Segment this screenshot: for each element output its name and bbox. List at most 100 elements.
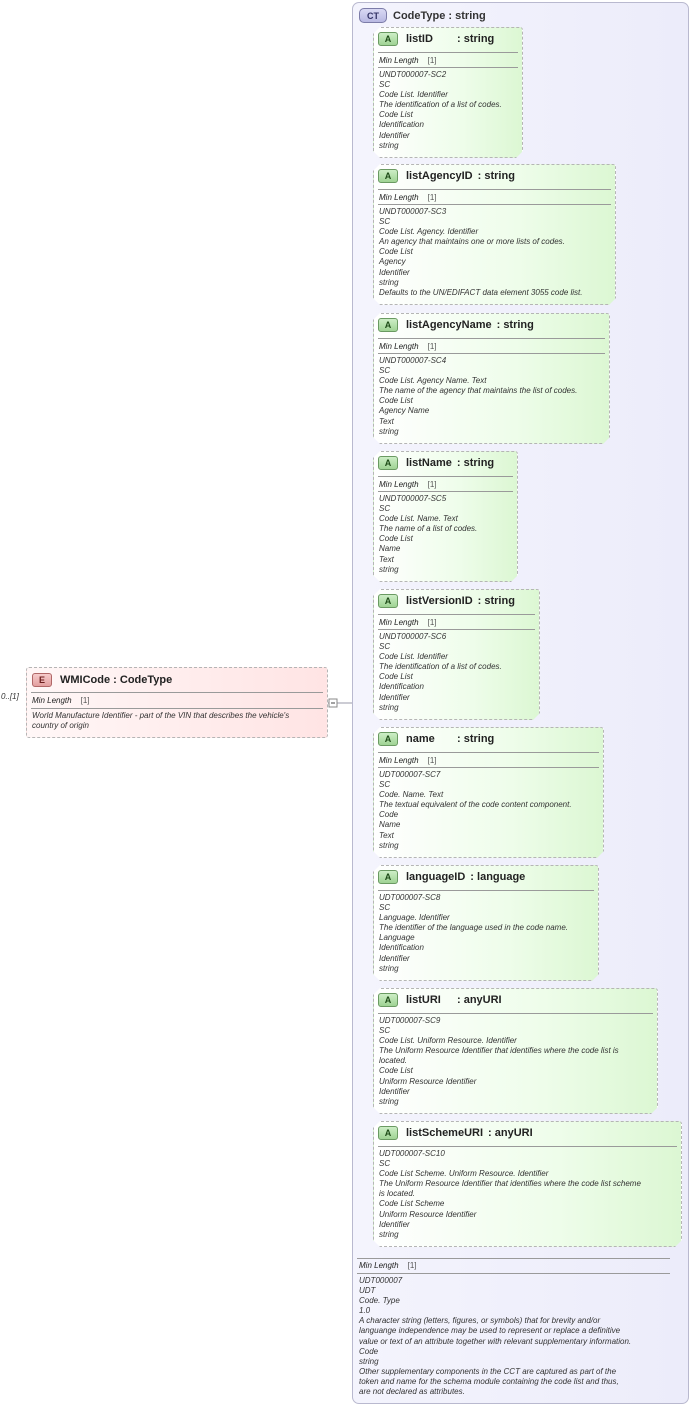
doc-line: UDT000007-SC8 xyxy=(379,893,441,902)
doc-line: Code List. Identifier xyxy=(379,90,448,100)
doc-line: SC xyxy=(379,1026,391,1036)
doc-line: token and name for the schema module con… xyxy=(359,1376,619,1386)
doc-line: Identifier xyxy=(379,1086,410,1096)
doc-line: UDT000007-SC9 xyxy=(379,1016,441,1025)
divider xyxy=(378,52,518,53)
element-wmicode[interactable]: E WMICode : CodeType Min Length[1] World… xyxy=(26,667,328,738)
doc-line: Identification xyxy=(379,120,424,130)
doc-line: SC xyxy=(379,642,391,652)
doc-line: is located. xyxy=(379,1189,416,1199)
attribute-name: listSchemeURI xyxy=(406,1127,484,1139)
divider xyxy=(378,752,599,753)
facet-value: [1] xyxy=(407,1261,417,1270)
divider xyxy=(378,767,599,768)
doc-line: Language xyxy=(379,933,415,943)
complex-type-title: CodeType : string xyxy=(393,9,486,22)
doc-line: SC xyxy=(379,217,391,227)
doc-line: The identifier of the language used in t… xyxy=(379,923,569,933)
doc-line: UNDT000007-SC2 xyxy=(379,70,447,79)
doc-line: Code List Scheme. Uniform Resource. Iden… xyxy=(379,1169,549,1179)
doc-line: Name xyxy=(379,820,401,830)
doc-line: The identification of a list of codes. xyxy=(379,662,502,672)
divider xyxy=(378,1146,677,1147)
divider xyxy=(378,890,594,891)
doc-line: languange independence may be used to re… xyxy=(359,1326,621,1336)
doc-line: UNDT000007-SC6 xyxy=(379,632,447,641)
doc-line: Language. Identifier xyxy=(379,913,450,923)
attribute-icon: A xyxy=(378,169,398,183)
doc-line: Name xyxy=(379,544,401,554)
doc-line: SC xyxy=(379,504,391,514)
facet-label: Min Length xyxy=(32,696,72,705)
doc-line: Code. Name. Text xyxy=(379,790,444,800)
doc-line: UDT000007-SC7 xyxy=(379,770,441,779)
doc-line: Code. Type xyxy=(359,1296,400,1306)
doc-line: UNDT000007-SC4 xyxy=(379,356,447,365)
doc-line: Identifier xyxy=(379,692,410,702)
attribute-name: listURI xyxy=(406,994,441,1006)
doc-line: Code List xyxy=(379,396,413,406)
attribute-icon: A xyxy=(378,993,398,1007)
doc-line: UDT xyxy=(359,1286,376,1296)
attribute-type: : anyURI xyxy=(488,1127,533,1139)
divider xyxy=(378,1013,653,1014)
doc-line: Code List xyxy=(379,672,413,682)
doc-line: located. xyxy=(379,1056,408,1066)
attribute-facet: Min Length[1] xyxy=(379,618,437,627)
doc-line: string xyxy=(379,840,399,850)
doc-line: Code List Scheme xyxy=(379,1199,445,1209)
divider xyxy=(357,1258,670,1259)
attribute-name: listVersionID xyxy=(406,595,473,607)
doc-line: Identification xyxy=(379,943,424,953)
attribute-name: listAgencyName xyxy=(406,319,492,331)
divider xyxy=(378,491,513,492)
doc-line: An agency that maintains one or more lis… xyxy=(379,237,565,247)
element-documentation: World Manufacture Identifier - part of t… xyxy=(32,711,323,731)
divider xyxy=(31,692,323,693)
facet-label: Min Length xyxy=(379,618,419,627)
attribute-icon: A xyxy=(378,732,398,746)
complex-type-icon: CT xyxy=(359,8,387,23)
facet-value: [1] xyxy=(427,480,437,489)
doc-line: Code List. Name. Text xyxy=(379,514,458,524)
doc-line: UDT000007-SC10 xyxy=(379,1149,445,1158)
attribute-name: languageID xyxy=(406,871,466,883)
doc-line: The identification of a list of codes. xyxy=(379,100,502,110)
attribute-type: : string xyxy=(477,595,515,607)
facet-value: [1] xyxy=(427,56,437,65)
element-icon: E xyxy=(32,673,52,687)
attribute-icon: A xyxy=(378,318,398,332)
doc-line: Code List. Identifier xyxy=(379,652,448,662)
divider xyxy=(378,614,535,615)
doc-line: Code List. Agency Name. Text xyxy=(379,376,487,386)
doc-line: The textual equivalent of the code conte… xyxy=(379,800,572,810)
divider xyxy=(378,67,518,68)
doc-line: Identifier xyxy=(379,953,410,963)
attribute-icon: A xyxy=(378,594,398,608)
doc-line: string xyxy=(379,426,399,436)
divider xyxy=(357,1273,670,1274)
doc-line: string xyxy=(379,963,399,973)
divider xyxy=(31,708,323,709)
doc-line: 1.0 xyxy=(359,1306,371,1316)
attribute-facet: Min Length[1] xyxy=(379,342,437,351)
doc-line: string xyxy=(379,140,399,150)
attribute-icon: A xyxy=(378,1126,398,1140)
attribute-type: : string xyxy=(457,733,495,745)
doc-line: string xyxy=(379,702,399,712)
attribute-type: : string xyxy=(456,457,495,469)
doc-line: Agency xyxy=(379,257,406,267)
attribute-type: : anyURI xyxy=(457,994,502,1006)
